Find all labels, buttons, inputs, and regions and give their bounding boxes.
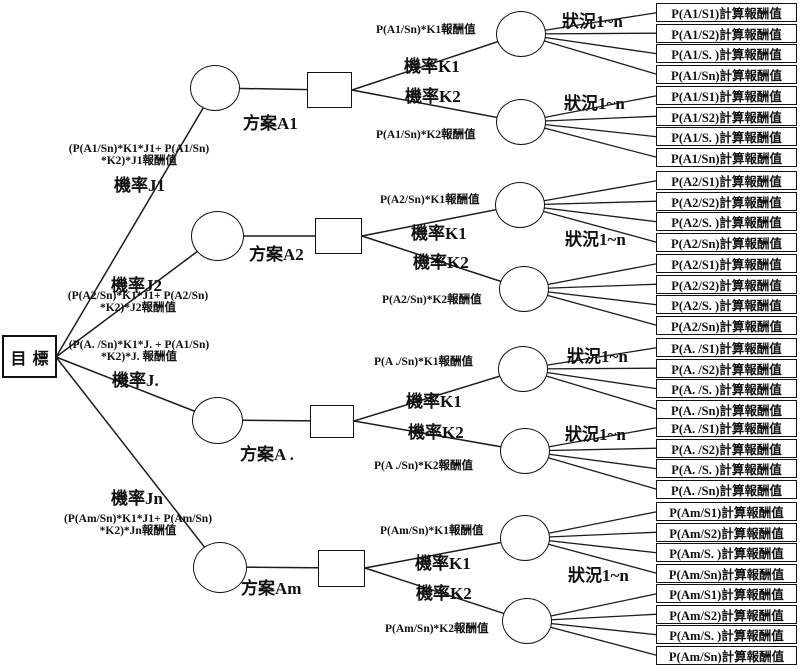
endpoint-box: P(A. /S. )計算報酬值	[656, 379, 797, 399]
chance-node-a3k1	[498, 346, 548, 392]
endpoint-box: P(A1/S1)計算報酬值	[656, 86, 797, 105]
endpoint-box: P(Am/Sn)計算報酬值	[656, 646, 797, 666]
k1-label-a3: 機率K1	[406, 392, 462, 411]
formula-a2-line1: (P(A2/Sn)*K1*J1+ P(A2/Sn)	[67, 290, 209, 302]
probability-node-j2	[191, 211, 244, 261]
root-node: 目標	[2, 335, 57, 378]
endpoint-box: P(Am/S1)計算報酬值	[656, 584, 797, 603]
endpoint-box: P(Am/Sn)計算報酬值	[656, 564, 797, 584]
chance-node-a3k2	[500, 428, 550, 474]
formula-a3-line2: *K2)*J. 報酬值	[100, 351, 178, 364]
k2-label-am: 機率K2	[416, 584, 472, 603]
endpoint-box: P(A2/Sn)計算報酬值	[656, 233, 797, 253]
state-label-am: 狀況1~n	[568, 566, 629, 585]
formula-am-line2: *K2)*Jn報酬值	[99, 525, 177, 538]
reward-label-amk1: P(Am/Sn)*K1報酬值	[380, 525, 484, 537]
endpoint-box: P(A. /S1)計算報酬值	[656, 338, 797, 357]
formula-a3: (P(A. /Sn)*K1*J. + P(A1/Sn) *K2)*J. 報酬值	[57, 339, 221, 363]
endpoint-box: P(A2/S. )計算報酬值	[656, 212, 797, 232]
state-label-a1k1: 狀況1~n	[562, 12, 623, 31]
endpoint-box: P(A1/S2)計算報酬值	[656, 23, 797, 43]
chance-node-a1k2	[496, 99, 546, 145]
reward-label-a1k2: P(A1/Sn)*K2報酬值	[376, 129, 476, 141]
formula-a2-line2: *K2)*J2報酬值	[99, 302, 177, 315]
chance-node-a2k1	[495, 182, 545, 228]
endpoint-box: P(Am/S1)計算報酬值	[656, 502, 797, 521]
state-label-a3k2: 狀況1~n	[565, 425, 626, 444]
k1-label-a2: 機率K1	[411, 224, 467, 243]
endpoint-box: P(A. /S1)計算報酬值	[656, 418, 797, 437]
endpoint-box: P(A1/S. )計算報酬值	[656, 127, 797, 147]
endpoint-box: P(A. /Sn)計算報酬值	[656, 480, 797, 500]
endpoint-box: P(A2/S. )計算報酬值	[656, 295, 797, 315]
formula-am-line1: (P(Am/Sn)*K1*J1+ P(Am/Sn)	[63, 513, 213, 525]
plan-label-a1: 方案A1	[243, 114, 298, 133]
formula-a2: (P(A2/Sn)*K1*J1+ P(A2/Sn) *K2)*J2報酬值	[55, 290, 221, 314]
endpoint-box: P(Am/S. )計算報酬值	[656, 625, 797, 645]
reward-label-a2k2: P(A2/Sn)*K2報酬值	[382, 294, 482, 306]
k2-label-a2: 機率K2	[413, 253, 469, 272]
endpoint-box: P(A1/Sn)計算報酬值	[656, 148, 797, 168]
reward-label-amk2: P(Am/Sn)*K2報酬值	[385, 623, 489, 635]
prob-label-j1: 機率J1	[114, 176, 165, 195]
chance-node-a1k1	[496, 11, 546, 57]
plan-label-a3: 方案A .	[240, 445, 294, 464]
decision-node-am	[318, 550, 365, 587]
state-label-a1k2: 狀況1~n	[564, 94, 625, 113]
prob-label-j2: 機率J2	[111, 276, 162, 295]
decision-node-a1	[307, 72, 352, 108]
endpoint-box: P(A2/S1)計算報酬值	[656, 171, 797, 190]
formula-a1-line2: *K2)*J1報酬值	[100, 155, 178, 168]
k1-label-am: 機率K1	[415, 554, 471, 573]
endpoint-box: P(A1/Sn)計算報酬值	[656, 65, 797, 85]
endpoint-box: P(A. /S2)計算報酬值	[656, 358, 797, 378]
reward-label-a3k1: P(A ./Sn)*K1報酬值	[374, 356, 474, 368]
endpoint-box: P(A2/S2)計算報酬值	[656, 274, 797, 294]
formula-a1-line1: (P(A1/Sn)*K1*J1+ P(A1/Sn)	[68, 143, 210, 155]
endpoint-box: P(Am/S2)計算報酬值	[656, 522, 797, 542]
k2-label-a3: 機率K2	[408, 423, 464, 442]
endpoint-box: P(Am/S. )計算報酬值	[656, 543, 797, 563]
prob-label-jn: 機率Jn	[111, 489, 163, 508]
reward-label-a3k2: P(A ./Sn)*K2報酬值	[374, 460, 474, 472]
formula-am: (P(Am/Sn)*K1*J1+ P(Am/Sn) *K2)*Jn報酬值	[55, 513, 221, 537]
decision-node-a3	[310, 405, 354, 438]
endpoint-box: P(A2/S2)計算報酬值	[656, 191, 797, 211]
root-label: 目標	[10, 350, 55, 368]
endpoint-box: P(A. /Sn)計算報酬值	[656, 400, 797, 420]
probability-node-j3	[192, 397, 243, 444]
state-label-a2: 狀況1~n	[565, 230, 626, 249]
endpoint-box: P(A. /S2)計算報酬值	[656, 438, 797, 458]
formula-a3-line1: (P(A. /Sn)*K1*J. + P(A1/Sn)	[68, 339, 210, 351]
reward-label-a1k1: P(A1/Sn)*K1報酬值	[376, 24, 476, 36]
formula-a1: (P(A1/Sn)*K1*J1+ P(A1/Sn) *K2)*J1報酬值	[57, 143, 221, 167]
endpoint-box: P(A1/S2)計算報酬值	[656, 106, 797, 126]
prob-label-j3: 機率J.	[112, 371, 159, 390]
endpoint-box: P(Am/S2)計算報酬值	[656, 604, 797, 624]
endpoint-box: P(A2/Sn)計算報酬值	[656, 316, 797, 336]
endpoint-box: P(A. /S. )計算報酬值	[656, 459, 797, 479]
probability-node-j1	[190, 65, 240, 111]
state-label-a3k1: 狀況1~n	[567, 347, 628, 366]
endpoint-box: P(A2/S1)計算報酬值	[656, 254, 797, 273]
reward-label-a2k1: P(A2/Sn)*K1報酬值	[380, 194, 480, 206]
k1-label-a1: 機率K1	[404, 57, 460, 76]
decision-node-a2	[315, 218, 362, 254]
endpoint-box: P(A1/S1)計算報酬值	[656, 3, 797, 22]
chance-node-amk2	[502, 598, 552, 644]
chance-node-amk1	[500, 515, 550, 561]
chance-node-a2k2	[499, 266, 549, 312]
endpoint-box: P(A1/S. )計算報酬值	[656, 44, 797, 64]
k2-label-a1: 機率K2	[405, 87, 461, 106]
plan-label-am: 方案Am	[241, 579, 302, 598]
probability-node-jn	[193, 542, 247, 593]
plan-label-a2: 方案A2	[249, 245, 304, 264]
